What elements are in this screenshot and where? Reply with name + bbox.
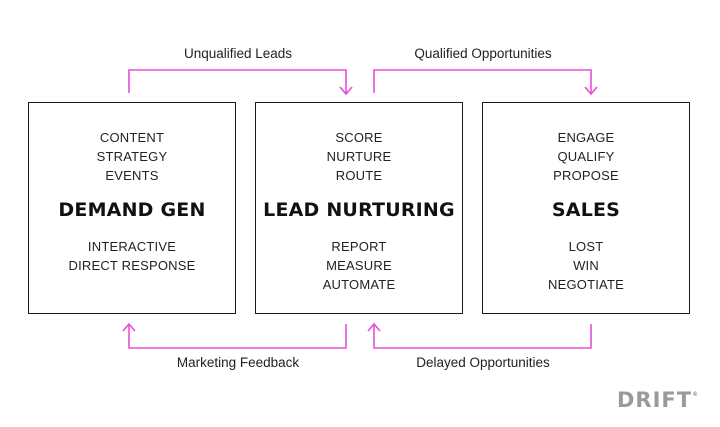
- list-item: QUALIFY: [557, 149, 615, 164]
- arrowhead-unqualified-leads: [339, 86, 353, 96]
- logo-text: DRIFT: [617, 388, 693, 412]
- label-delayed-opportunities: Delayed Opportunities: [416, 355, 550, 370]
- list-item: REPORT: [331, 239, 387, 254]
- list-item: LOST: [568, 239, 604, 254]
- list-item: ENGAGE: [557, 130, 615, 145]
- list-item: STRATEGY: [96, 149, 168, 164]
- list-item: INTERACTIVE: [87, 239, 177, 254]
- label-unqualified-leads: Unqualified Leads: [183, 46, 293, 61]
- list-item: ROUTE: [335, 168, 383, 183]
- list-item: DIRECT RESPONSE: [68, 258, 196, 273]
- trademark-icon: ®: [692, 391, 700, 398]
- drift-logo: DRIFT®: [617, 388, 699, 412]
- demand-gen-bottom-list: INTERACTIVE DIRECT RESPONSE: [29, 237, 235, 275]
- arrow-delayed-opportunities: [373, 324, 592, 349]
- list-item: AUTOMATE: [322, 277, 396, 292]
- arrowhead-delayed-opportunities: [367, 322, 381, 332]
- arrow-unqualified-leads: [128, 69, 347, 93]
- label-qualified-opportunities: Qualified Opportunities: [414, 46, 552, 61]
- sales-top-list: ENGAGE QUALIFY PROPOSE: [483, 128, 689, 185]
- stage-lead-nurturing: SCORE NURTURE ROUTE LEAD NURTURING REPOR…: [255, 102, 463, 314]
- sales-bottom-list: LOST WIN NEGOTIATE: [483, 237, 689, 294]
- stage-title: LEAD NURTURING: [263, 199, 455, 221]
- label-marketing-feedback: Marketing Feedback: [176, 355, 300, 370]
- arrow-marketing-feedback: [128, 324, 347, 349]
- list-item: EVENTS: [105, 168, 159, 183]
- list-item: PROPOSE: [553, 168, 619, 183]
- list-item: SCORE: [335, 130, 383, 145]
- list-item: NEGOTIATE: [548, 277, 624, 292]
- list-item: CONTENT: [99, 130, 165, 145]
- stage-demand-gen: CONTENT STRATEGY EVENTS DEMAND GEN INTER…: [28, 102, 236, 314]
- list-item: NURTURE: [326, 149, 392, 164]
- arrow-qualified-opportunities: [373, 69, 592, 93]
- arrowhead-marketing-feedback: [122, 322, 136, 332]
- list-item: MEASURE: [326, 258, 392, 273]
- lead-nurturing-top-list: SCORE NURTURE ROUTE: [256, 128, 462, 185]
- lead-nurturing-bottom-list: REPORT MEASURE AUTOMATE: [256, 237, 462, 294]
- stage-sales: ENGAGE QUALIFY PROPOSE SALES LOST WIN NE…: [482, 102, 690, 314]
- arrowhead-qualified-opportunities: [584, 86, 598, 96]
- stage-title: DEMAND GEN: [58, 199, 206, 221]
- list-item: WIN: [573, 258, 599, 273]
- demand-gen-top-list: CONTENT STRATEGY EVENTS: [29, 128, 235, 185]
- stage-title: SALES: [551, 199, 621, 221]
